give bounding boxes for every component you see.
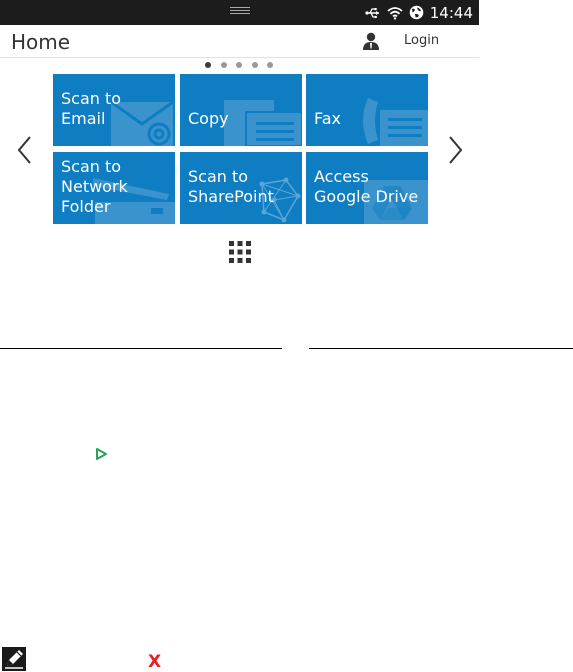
clock: 14:44 <box>429 3 473 22</box>
tile-label: Scan to Network Folder <box>61 157 128 216</box>
scan-to-email-tile[interactable]: Scan to Email <box>53 74 175 146</box>
envelope-at-icon <box>110 100 174 146</box>
page-title: Home <box>11 30 71 54</box>
user-icon[interactable] <box>361 31 381 51</box>
scanner-icon <box>93 178 175 224</box>
divider-line <box>309 348 573 349</box>
tile-label: Fax <box>314 109 342 128</box>
next-page-arrow-icon[interactable] <box>446 134 466 166</box>
access-google-drive-tile[interactable]: Access Google Drive <box>306 152 428 224</box>
documents-icon <box>224 100 302 146</box>
wifi-icon <box>387 6 403 20</box>
tile-label: Scan to Email <box>61 89 122 128</box>
fax-phone-icon <box>363 98 428 146</box>
page-dot[interactable] <box>267 62 273 68</box>
page-dot[interactable] <box>251 62 258 68</box>
login-button[interactable]: Login <box>404 33 440 48</box>
page-dot[interactable] <box>220 62 227 68</box>
page-dot[interactable] <box>205 62 211 68</box>
divider-line <box>0 348 282 349</box>
red-x-icon: X <box>148 652 162 672</box>
tile-label: Copy <box>188 109 229 128</box>
title-bar: Home Login <box>0 25 479 58</box>
app-grid-icon[interactable] <box>228 240 252 264</box>
status-bar: 14:44 <box>0 0 479 25</box>
scan-to-sharepoint-tile[interactable]: Scan to SharePoint <box>180 152 302 224</box>
notification-handle-icon[interactable] <box>230 7 250 17</box>
status-icons: 14:44 <box>365 2 473 23</box>
printer-home-screen: 14:44 Home Login Scan to Emai <box>0 0 479 264</box>
fax-tile[interactable]: Fax <box>306 74 428 146</box>
previous-page-arrow-icon[interactable] <box>14 134 34 166</box>
tile-label: Access Google Drive <box>314 167 419 206</box>
page-dot[interactable] <box>236 62 242 68</box>
usb-icon <box>365 7 379 18</box>
tile-label: Scan to SharePoint <box>188 167 274 206</box>
globe-icon <box>409 5 424 20</box>
play-triangle-icon <box>96 448 107 460</box>
sharepoint-icon <box>259 177 301 223</box>
scan-to-network-folder-tile[interactable]: Scan to Network Folder <box>53 152 175 224</box>
page-indicator <box>205 62 273 68</box>
copy-tile[interactable]: Copy <box>180 74 302 146</box>
pencil-note-icon <box>2 647 26 671</box>
google-drive-icon <box>364 180 428 224</box>
